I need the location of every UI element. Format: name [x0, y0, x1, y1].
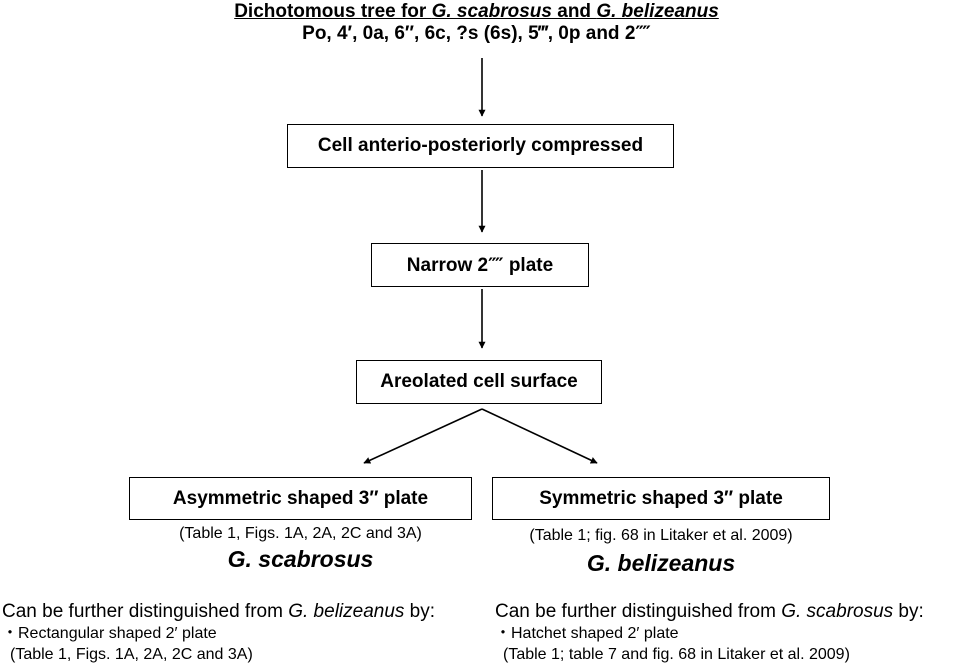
arrow-node3-to-left	[363, 408, 483, 464]
title-line-1-middle: and	[551, 1, 597, 22]
species-left-name: G. scabrosus	[227, 546, 374, 572]
node-narrow-plate: Narrow 2⁗ plate	[371, 243, 589, 287]
title-species-1: G. scabrosus	[431, 1, 552, 22]
arrow-node3-to-right	[481, 408, 598, 464]
left-further-suffix: by:	[404, 601, 436, 622]
node-cell-compressed-label: Cell anterio-posteriorly compressed	[317, 135, 644, 156]
left-bullet-reference: (Table 1, Figs. 1A, 2A, 2C and 3A)	[10, 645, 253, 665]
node-asymmetric-plate: Asymmetric shaped 3″ plate	[129, 477, 472, 520]
node-narrow-plate-label: Narrow 2⁗ plate	[406, 254, 554, 276]
left-bullet: ・Rectangular shaped 2′ plate	[2, 624, 217, 644]
left-further-text: Can be further distinguished from G. bel…	[2, 601, 435, 623]
left-further-species: G. belizeanus	[288, 601, 405, 622]
right-bullet: ・Hatchet shaped 2′ plate	[495, 624, 679, 644]
species-left: G. scabrosus	[129, 546, 472, 573]
left-bullet-reference-text: (Table 1, Figs. 1A, 2A, 2C and 3A)	[10, 646, 253, 663]
node-areolated-surface-label: Areolated cell surface	[380, 371, 578, 392]
right-further-prefix: Can be further distinguished from	[495, 601, 782, 622]
right-further-suffix: by:	[893, 601, 924, 622]
node-symmetric-plate: Symmetric shaped 3″ plate	[492, 477, 830, 520]
right-reference-text: (Table 1; fig. 68 in Litaker et al. 2009…	[529, 527, 793, 544]
title-line-1: Dichotomous tree for G. scabrosus and G.…	[234, 1, 719, 23]
title-species-2: G. belizeanus	[596, 1, 719, 22]
left-bullet-text: ・Rectangular shaped 2′ plate	[2, 625, 217, 642]
title-line-1-prefix: Dichotomous tree for	[234, 1, 432, 22]
species-right-name: G. belizeanus	[586, 550, 736, 576]
node-areolated-surface: Areolated cell surface	[356, 360, 602, 404]
right-bullet-reference-text: (Table 1; table 7 and fig. 68 in Litaker…	[503, 646, 850, 663]
right-bullet-reference: (Table 1; table 7 and fig. 68 in Litaker…	[503, 645, 850, 665]
left-reference-text: (Table 1, Figs. 1A, 2A, 2C and 3A)	[179, 525, 422, 542]
node-cell-compressed: Cell anterio-posteriorly compressed	[287, 124, 674, 168]
diagram-title: Dichotomous tree for G. scabrosus and G.…	[0, 1, 953, 45]
node-symmetric-plate-label: Symmetric shaped 3″ plate	[539, 487, 783, 509]
species-right: G. belizeanus	[492, 550, 830, 577]
right-further-text: Can be further distinguished from G. sca…	[495, 601, 924, 623]
title-line-2: Po, 4′, 0a, 6″, 6c, ?s (6s), 5‴, 0p and …	[302, 23, 651, 44]
left-further-prefix: Can be further distinguished from	[2, 601, 289, 622]
right-reference: (Table 1; fig. 68 in Litaker et al. 2009…	[492, 527, 830, 545]
right-bullet-text: ・Hatchet shaped 2′ plate	[495, 625, 679, 642]
left-reference: (Table 1, Figs. 1A, 2A, 2C and 3A)	[129, 525, 472, 543]
right-further-species: G. scabrosus	[781, 601, 894, 622]
node-asymmetric-plate-label: Asymmetric shaped 3″ plate	[172, 487, 429, 509]
